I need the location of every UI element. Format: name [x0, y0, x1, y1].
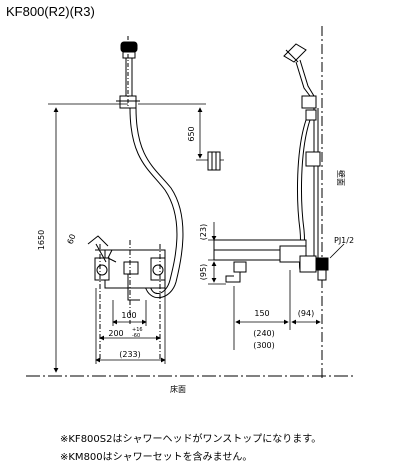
faucet-body-front [94, 249, 166, 301]
front-view [87, 36, 184, 360]
floor-label: 床面 [170, 384, 186, 394]
side-view [213, 43, 329, 283]
dim-angle-60: 60 [66, 233, 78, 246]
dim-300-label: (300) [253, 341, 275, 350]
dim-front-horizontal [95, 288, 166, 364]
dim-95-label: (95) [199, 264, 208, 280]
dim-200-tol-plus: +16 [132, 327, 143, 333]
dim-200-tol-minus: -60 [132, 333, 140, 339]
dim-150-label: 150 [254, 309, 269, 318]
hose-front [129, 107, 178, 294]
dim-200-label: 200 [108, 329, 123, 338]
pipe-thread-label: PJ1/2 [334, 236, 354, 245]
wall-label: 壁面 [336, 170, 346, 186]
dim-side-horizontal [233, 270, 321, 350]
dim-23-label: (23) [199, 224, 208, 240]
dim-side-vertical [208, 222, 226, 285]
dim-94-label: (94) [298, 309, 314, 318]
dim-1650-label: 1650 [37, 230, 46, 250]
note-1: ※KF800S2はシャワーヘッドがワンストップになります。 [60, 434, 322, 445]
dim-650-label: 650 [187, 126, 196, 141]
shower-head-side [283, 43, 317, 109]
wall-bracket-front [207, 151, 221, 171]
dim-100-label: 100 [121, 311, 136, 320]
dim-240-label: (240) [253, 329, 275, 338]
dim-233-label: (233) [119, 350, 141, 359]
drawing-title: KF800(R2)(R3) [6, 4, 95, 19]
dim-1650 [48, 103, 128, 373]
note-2: ※KM800はシャワーセットを含みません。 [60, 452, 253, 463]
